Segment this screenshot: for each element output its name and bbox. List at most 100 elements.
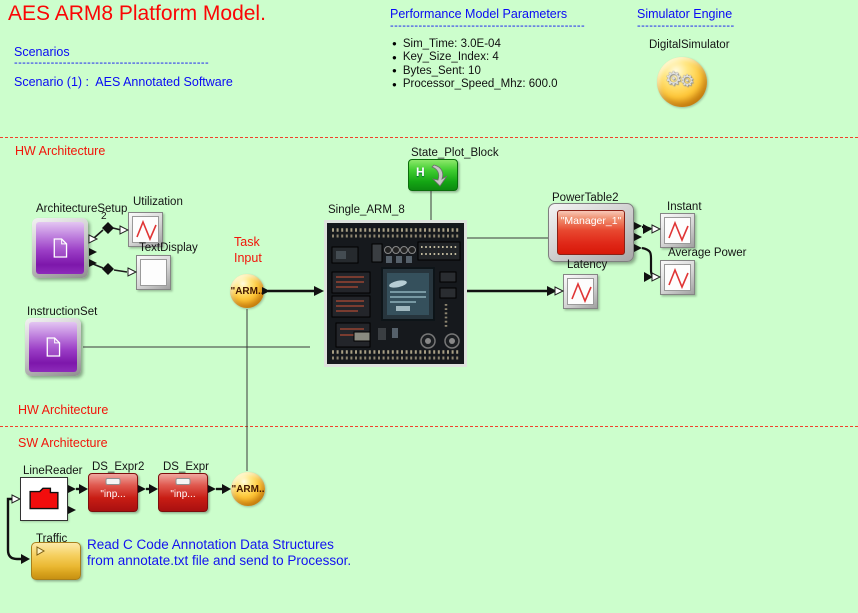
parameters-list: ● Sim_Time: 3.0E-04 ● Key_Size_Index: 4 ● B… xyxy=(392,37,558,91)
powertable-output-port xyxy=(634,233,642,241)
latency-label: Latency xyxy=(567,259,608,271)
parameter-item: ●Processor_Speed_Mhz: 600.0 xyxy=(392,78,558,92)
task-input-line1: Task xyxy=(234,235,260,249)
instruction-set-label: InstructionSet xyxy=(27,306,98,318)
architecture-setup-block[interactable] xyxy=(32,218,88,278)
latency-input-port xyxy=(554,286,565,296)
simulator-divider: ------------------------ xyxy=(637,20,735,32)
ds-expr2-block[interactable]: "inp... xyxy=(88,473,138,512)
instant-plot-block[interactable] xyxy=(660,213,695,248)
line-reader-label: LineReader xyxy=(23,465,83,477)
bullet-icon: ● xyxy=(392,52,397,62)
signal-plot-icon xyxy=(664,217,691,244)
archsetup-output-port xyxy=(88,234,99,244)
expression-pill-icon xyxy=(105,478,121,485)
arrowhead xyxy=(149,484,158,494)
parameter-item: ● Key_Size_Index: 4 xyxy=(392,51,558,65)
utilization-plot-block[interactable] xyxy=(128,212,163,247)
linereader-input-port xyxy=(11,494,22,504)
relation-diamond xyxy=(102,222,114,234)
ds-expr-block[interactable]: "inp... xyxy=(158,473,208,512)
utilization-input-port xyxy=(119,225,130,235)
red-display-panel-icon: "Manager_1" xyxy=(557,210,625,255)
simulator-heading: Simulator Engine xyxy=(637,7,733,21)
archsetup-output-port xyxy=(89,248,97,256)
red-folder-icon xyxy=(29,487,59,510)
bullet-icon: ● xyxy=(392,66,397,76)
arrowhead xyxy=(222,484,231,494)
play-triangle-icon xyxy=(36,546,46,556)
document-icon xyxy=(36,222,84,274)
ds-expr2-label: DS_Expr2 xyxy=(92,461,145,473)
processor-board-block[interactable] xyxy=(324,220,467,367)
line-reader-block[interactable] xyxy=(20,477,68,521)
parameter-item: ● Bytes_Sent: 10 xyxy=(392,64,558,78)
processor-label: Single_ARM_8 xyxy=(328,204,405,216)
arrowhead xyxy=(79,484,88,494)
wire-powertable-averagepower xyxy=(641,246,656,279)
traffic-block[interactable] xyxy=(31,542,81,580)
digital-simulator-block[interactable]: ⚙ ⚙ xyxy=(657,57,707,107)
wire-archsetup-utilization xyxy=(93,227,122,239)
archsetup-output-port xyxy=(89,259,97,267)
arrowhead xyxy=(644,272,653,282)
parameter-text: Key_Size_Index: 4 xyxy=(402,51,499,64)
parameter-text: Sim_Time: 3.0E-04 xyxy=(402,37,501,50)
text-display-label: TextDisplay xyxy=(139,242,198,254)
scenario-item: Scenario (1) : AES Annotated Software xyxy=(14,75,233,89)
utilization-label: Utilization xyxy=(133,196,183,208)
annotation-note-line2: from annotate.txt file and send to Proce… xyxy=(87,553,352,568)
annotation-note-line1: Read C Code Annotation Data Structures xyxy=(87,537,334,552)
page-title: AES ARM8 Platform Model. xyxy=(8,2,266,25)
task-input-node[interactable]: "ARM.. xyxy=(230,274,264,308)
arm-board-image xyxy=(324,220,467,367)
sw-separator-line xyxy=(0,426,858,427)
averagepower-input-port xyxy=(651,272,662,282)
relation-diamond xyxy=(102,263,114,275)
hw-architecture-label-top: HW Architecture xyxy=(15,144,106,158)
signal-plot-icon xyxy=(567,278,594,305)
state-plot-block[interactable]: H xyxy=(408,159,458,191)
sw-arm-node[interactable]: "ARM.. xyxy=(231,472,265,506)
text-display-block[interactable] xyxy=(136,255,171,290)
dsexpr-output-port xyxy=(208,485,216,493)
instant-label: Instant xyxy=(667,201,702,213)
arrowhead xyxy=(314,286,324,296)
sw-arm-node-text: "ARM.. xyxy=(231,483,265,495)
ds-expr2-value: "inp... xyxy=(100,489,126,500)
power-table-block[interactable]: "Manager_1" xyxy=(548,203,634,262)
bullet-icon: ● xyxy=(392,39,397,49)
wire-archsetup-textdisplay xyxy=(92,263,128,273)
parameter-text: Bytes_Sent: 10 xyxy=(402,64,481,77)
gear-icon: ⚙ xyxy=(665,69,683,90)
dsexpr2-output-port xyxy=(138,485,146,493)
sw-architecture-label: SW Architecture xyxy=(18,436,108,450)
latency-plot-block[interactable] xyxy=(563,274,598,309)
blank-display-icon xyxy=(140,259,167,286)
arrowhead xyxy=(643,224,652,234)
gear-icon: ⚙ xyxy=(680,73,695,90)
powertable-output-port xyxy=(634,244,642,252)
linereader-output-port xyxy=(68,485,76,493)
powertable-output-port xyxy=(634,222,642,230)
average-power-label: Average Power xyxy=(668,247,747,259)
link-count-label: 2 xyxy=(101,211,107,222)
linereader-output-port xyxy=(68,506,76,514)
state-plot-label: State_Plot_Block xyxy=(411,147,499,159)
arrowhead xyxy=(21,554,30,564)
scenarios-divider: ----------------------------------------… xyxy=(14,57,210,69)
curved-arrow-icon xyxy=(431,164,448,187)
task-input-line2: Input xyxy=(234,251,262,265)
wire-powertable-instant xyxy=(641,225,652,230)
instruction-set-block[interactable] xyxy=(25,318,81,376)
h-letter: H xyxy=(416,165,425,179)
average-power-plot-block[interactable] xyxy=(660,260,695,295)
expression-pill-icon xyxy=(175,478,191,485)
arrowhead xyxy=(547,286,557,296)
hw-separator-line xyxy=(0,137,858,138)
parameter-item: ● Sim_Time: 3.0E-04 xyxy=(392,37,558,51)
digital-simulator-label: DigitalSimulator xyxy=(649,39,730,51)
task-input-label: Task Input xyxy=(234,234,262,266)
instant-input-port xyxy=(651,224,662,234)
parameter-text: Processor_Speed_Mhz: 600.0 xyxy=(402,78,558,91)
